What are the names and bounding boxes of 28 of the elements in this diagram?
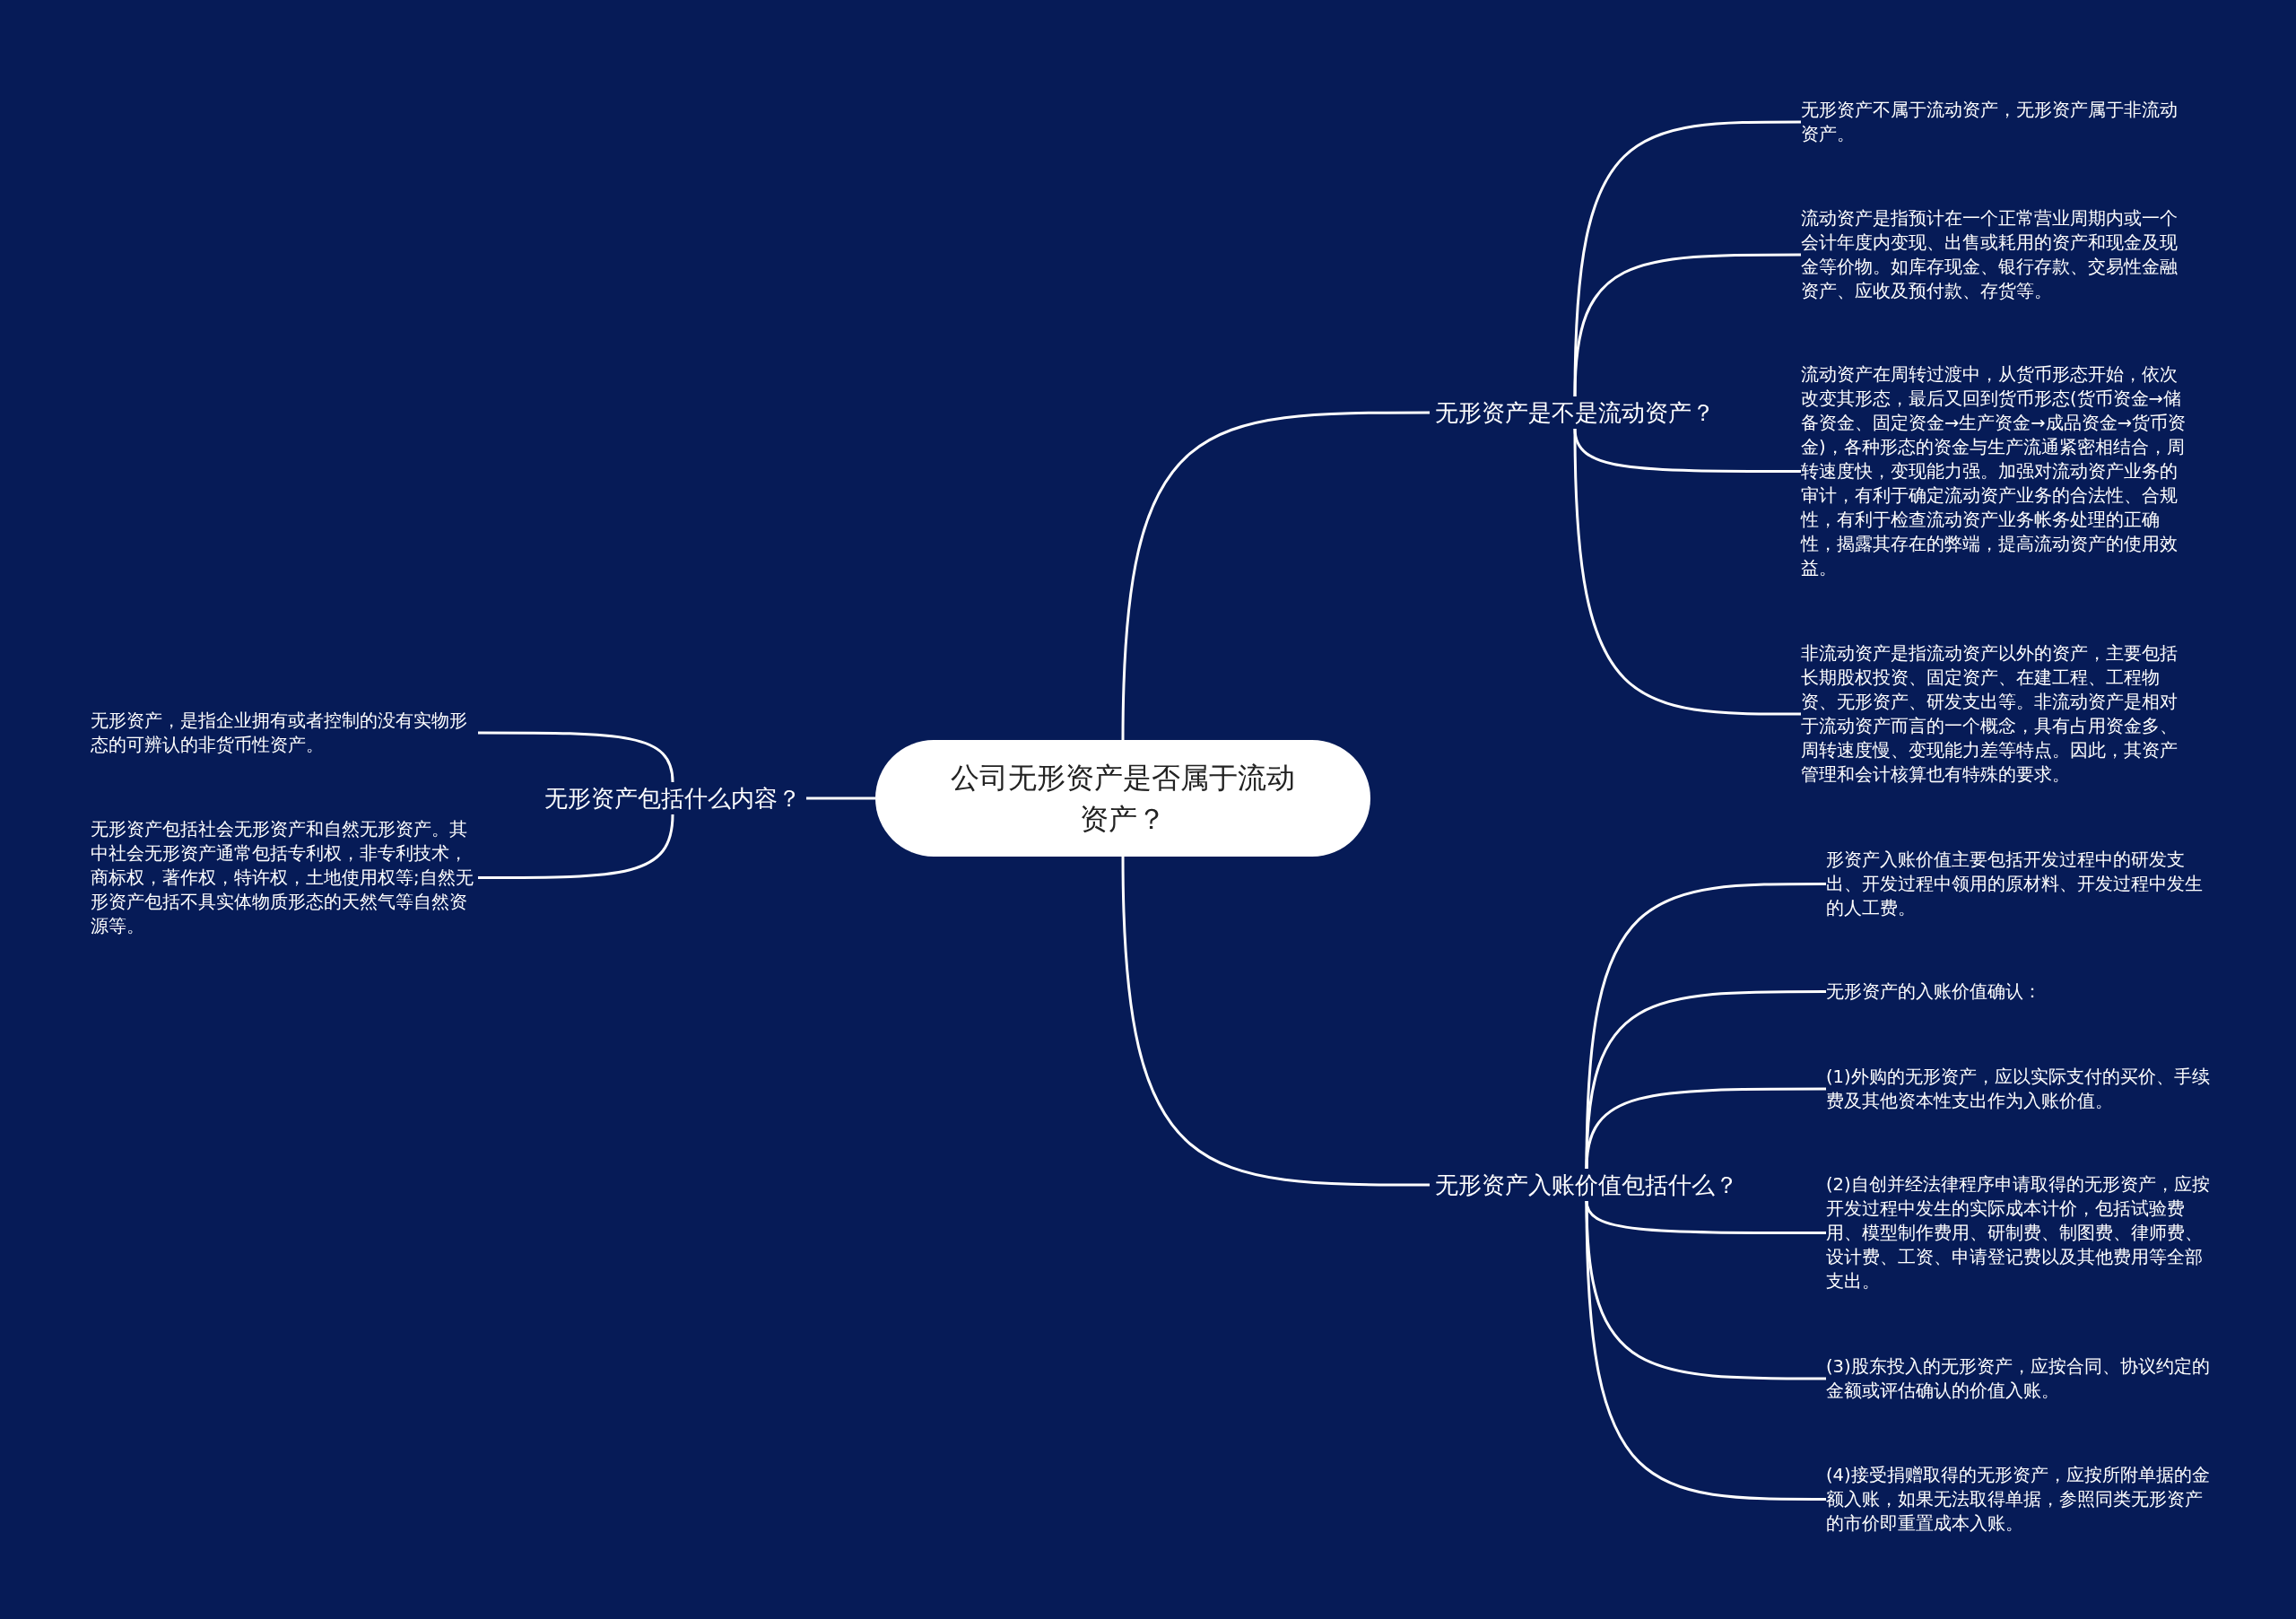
leaf-text: (4)接受捐赠取得的无形资产，应按所附单据的金额入账，如果无法取得单据，参照同类无形资产的市价即重置成本入账。 [1826, 1463, 2213, 1536]
leaf-text: 无形资产，是指企业拥有或者控制的没有实物形态的可辨认的非货币性资产。 [91, 709, 478, 757]
leaf-text: 无形资产不属于流动资产，无形资产属于非流动资产。 [1801, 98, 2188, 146]
connector-line [1585, 990, 1826, 1170]
branch-label: 无形资产入账价值包括什么？ [1430, 1169, 1744, 1201]
branch-label: 无形资产是不是流动资产？ [1430, 396, 1720, 429]
leaf-text: 形资产入账价值主要包括开发过程中的研发支出、开发过程中领用的原材料、开发过程中发生的人工费。 [1826, 848, 2213, 920]
leaf-text: 流动资产在周转过渡中，从货币形态开始，依次改变其形态，最后又回到货币形态(货币资金→储备资金、固定资金→生产资金→成品资金→货币资金)，各种形态的资金与生产流通紧密相结合，周转速度快，变现能力强。加强对流动资产业务的审计，有利于确定流动资产业务的合法性、合规性，有利于检查流动资产业务帐务处理的正确性，揭露其存在的弊端，提高流动资产的使用效益。 [1801, 362, 2188, 580]
topic-pill: 公司无形资产是否属于流动资产？ [875, 740, 1370, 857]
connector-line [1585, 1200, 1826, 1501]
leaf-text: 非流动资产是指流动资产以外的资产，主要包括长期股权投资、固定资产、在建工程、工程物资、无形资产、研发支出等。非流动资产是相对于流动资产而言的一个概念，具有占用资金多、周转速度慢、变现能力差等特点。因此，其资产管理和会计核算也有特殊的要求。 [1801, 641, 2188, 787]
leaf-text: (2)自创并经法律程序申请取得的无形资产，应按开发过程中发生的实际成本计价，包括试验费用、模型制作费用、研制费、制图费、律师费、设计费、工资、申请登记费以及其他费用等全部支出。 [1826, 1172, 2213, 1293]
branch-label: 无形资产包括什么内容？ [539, 782, 806, 814]
connector-line [1573, 253, 1801, 397]
connector-line [1585, 1087, 1826, 1170]
connector-line [806, 796, 875, 800]
connector-line [1585, 883, 1826, 1170]
connector-line [478, 731, 674, 783]
leaf-text: (3)股东投入的无形资产，应按合同、协议约定的金额或评估确认的价值入账。 [1826, 1354, 2213, 1403]
connector-line [1573, 428, 1801, 716]
leaf-text: 无形资产的入账价值确认： [1826, 979, 2213, 1004]
connector-line [478, 814, 674, 879]
connector-line [1573, 120, 1801, 397]
leaf-text: 无形资产包括社会无形资产和自然无形资产。其中社会无形资产通常包括专利权，非专利技术，商标权，著作权，特许权，土地使用权等;自然无形资产包括不具实体物质形态的天然气等自然资源等。 [91, 817, 478, 938]
leaf-text: (1)外购的无形资产，应以实际支付的买价、手续费及其他资本性支出作为入账价值。 [1826, 1065, 2213, 1113]
leaf-text: 流动资产是指预计在一个正常营业周期内或一个会计年度内变现、出售或耗用的资产和现金及现金等价物。如库存现金、银行存款、交易性金融资产、应收及预付款、存货等。 [1801, 206, 2188, 303]
connector-line [1121, 856, 1430, 1187]
connector-line [1121, 411, 1430, 741]
